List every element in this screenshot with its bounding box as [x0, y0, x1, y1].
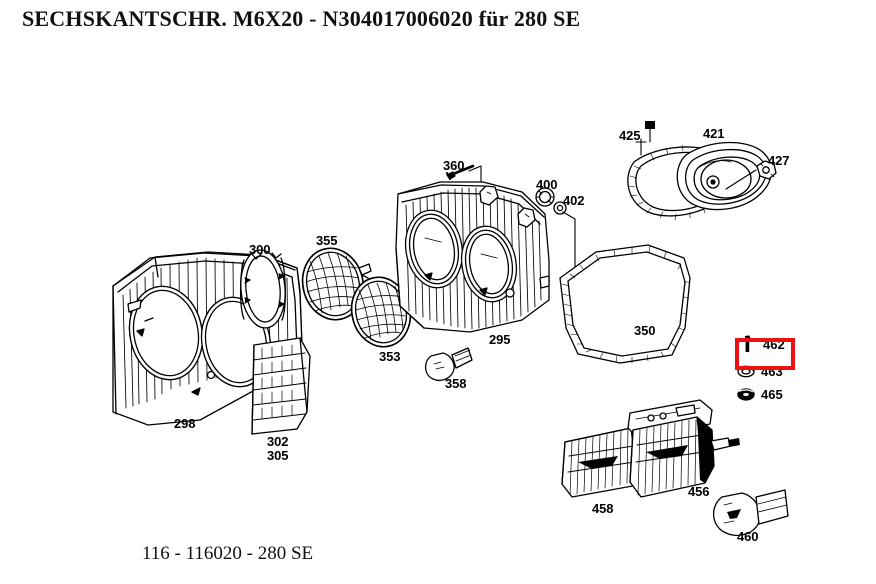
- part-300-retaining-ring: [239, 249, 286, 329]
- callout-460: 460: [737, 529, 759, 544]
- exploded-view-diagram: 298 300 302 305 355 353 358 360 295 400 …: [0, 42, 876, 543]
- callout-456: 456: [688, 484, 710, 499]
- callout-427: 427: [768, 153, 790, 168]
- callout-298: 298: [174, 416, 196, 431]
- callout-358: 358: [445, 376, 467, 391]
- callout-360: 360: [443, 158, 465, 173]
- part-360-screw: [446, 164, 475, 180]
- part-402-washer: [553, 201, 567, 215]
- callout-458: 458: [592, 501, 614, 516]
- legend-row-465[interactable]: 465: [736, 383, 783, 405]
- leader-402: [562, 211, 576, 275]
- callout-421: 421: [703, 126, 725, 141]
- hex-nut-icon: [736, 384, 756, 404]
- part-350-grille-seal: [559, 244, 691, 364]
- legend-number-465: 465: [761, 386, 783, 402]
- callout-305: 305: [267, 448, 289, 463]
- callout-295: 295: [489, 332, 511, 347]
- highlight-box-part-462: [735, 338, 795, 370]
- callout-302: 302: [267, 434, 289, 449]
- callout-350: 350: [634, 323, 656, 338]
- diagram-linework: [112, 121, 789, 536]
- footer-caption: 116 - 116020 - 280 SE: [142, 543, 314, 564]
- part-456-fog-lamp-assembly: [627, 399, 740, 498]
- callout-355: 355: [316, 233, 338, 248]
- leader-427: [725, 169, 757, 190]
- callout-425: 425: [619, 128, 641, 143]
- part-302-305-turn-signal-lens: [251, 337, 311, 435]
- part-295-headlight-housing: [395, 181, 550, 333]
- part-400-nut: [535, 187, 555, 207]
- part-460-bulb: [712, 489, 789, 536]
- callout-400: 400: [536, 177, 558, 192]
- part-421-lens-bezel: [676, 141, 773, 211]
- callout-402: 402: [563, 193, 585, 208]
- callout-353: 353: [379, 349, 401, 364]
- part-358-bulb: [424, 347, 473, 382]
- page-title: SECHSKANTSCHR. M6X20 - N304017006020 für…: [22, 6, 581, 31]
- part-458-fog-lamp-lens: [561, 427, 646, 498]
- part-427-nut: [756, 160, 777, 180]
- callout-300: 300: [249, 242, 271, 257]
